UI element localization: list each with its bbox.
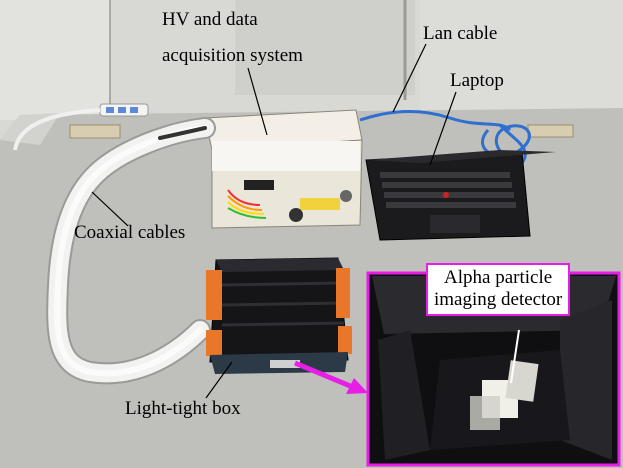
- detector-label: Alpha particle imaging detector: [426, 263, 571, 316]
- hv-daq-instrument: [204, 109, 363, 229]
- light-tight-box-label: Light-tight box: [125, 398, 241, 419]
- hv-daq-label-line2: acquisition system: [162, 45, 303, 66]
- lan-cable-label: Lan cable: [423, 23, 498, 44]
- coaxial-cable-bundle: [46, 117, 216, 385]
- outlet-plate-right: [527, 124, 574, 138]
- laptop-computer: [365, 150, 556, 241]
- power-strip: [13, 103, 149, 151]
- hv-daq-label-line1: HV and data: [162, 9, 258, 30]
- laptop-label: Laptop: [450, 70, 504, 91]
- outlet-plate: [69, 124, 121, 139]
- pointer-arrow: [294, 360, 368, 394]
- window-panel: [0, 0, 110, 120]
- light-tight-box: [206, 257, 352, 374]
- detector-label-line2: imaging detector: [434, 289, 563, 310]
- detector-label-line1: Alpha particle: [444, 267, 553, 288]
- coaxial-cables-label: Coaxial cables: [74, 222, 186, 243]
